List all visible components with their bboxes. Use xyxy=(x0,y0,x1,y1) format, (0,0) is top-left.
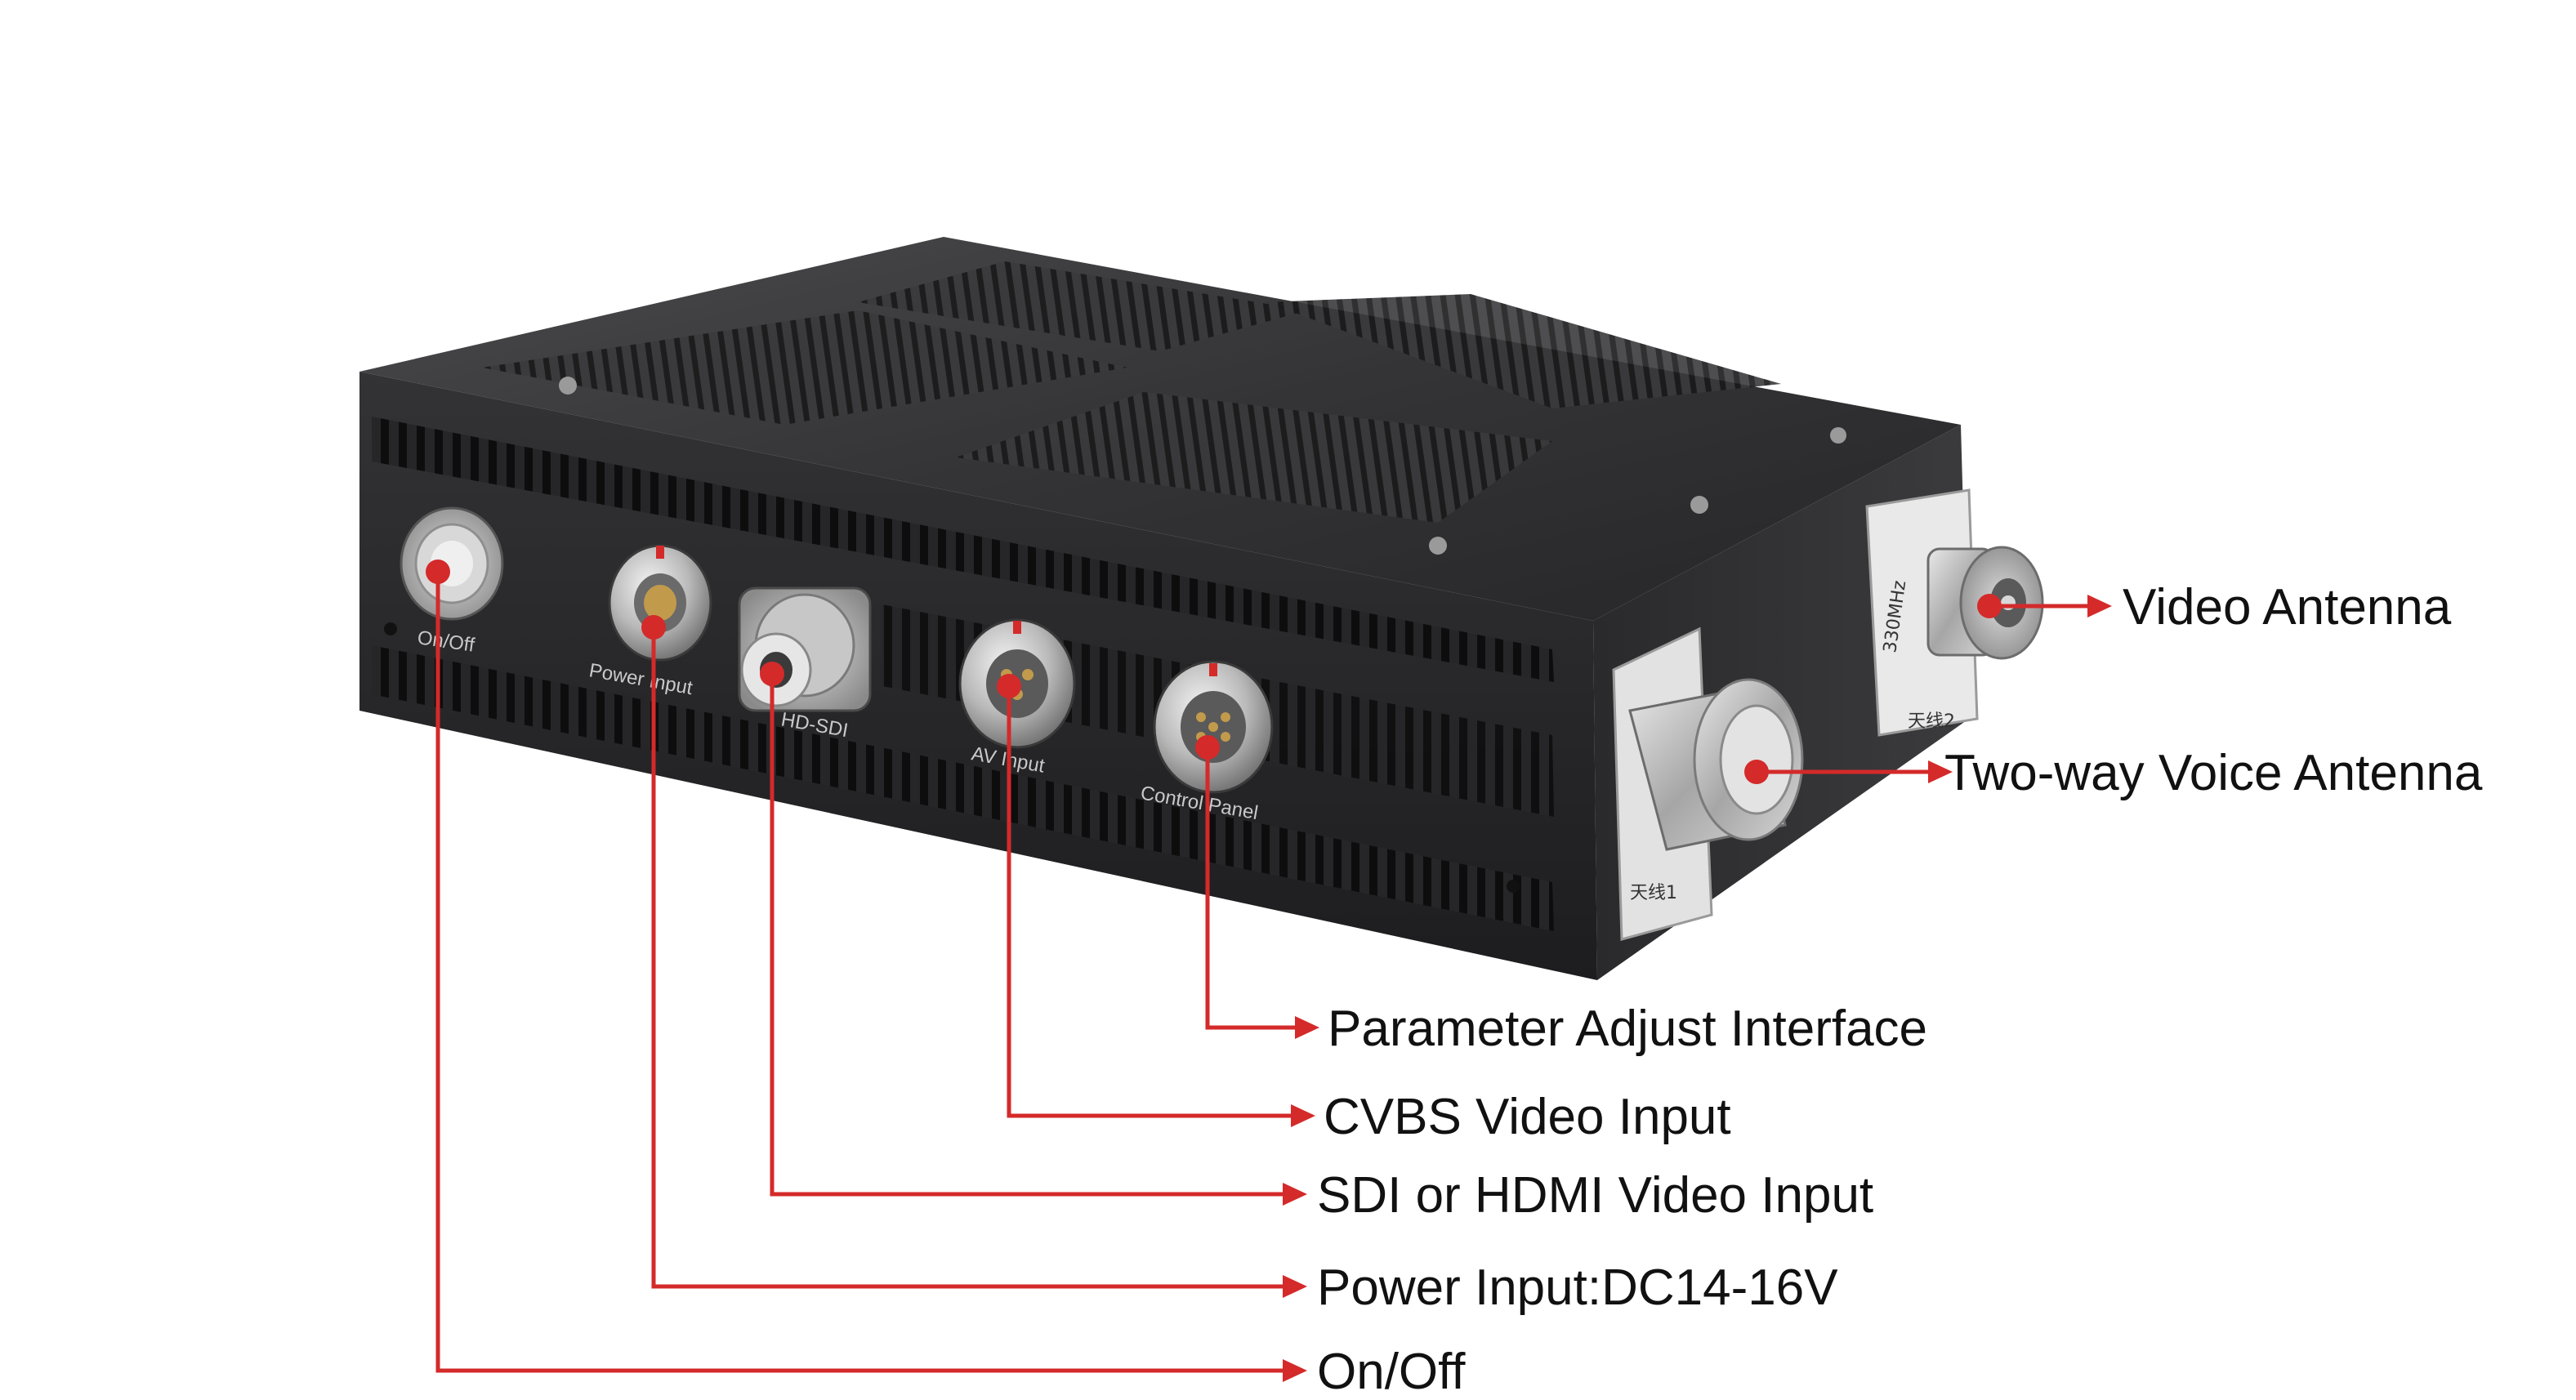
leader-line-cvbs xyxy=(1007,686,1295,1118)
leader-dot-power-input xyxy=(641,615,666,640)
front-screw xyxy=(1507,880,1520,893)
leader-dot-sdi-hdmi xyxy=(760,662,784,686)
device-body xyxy=(359,237,1969,980)
leader-line-parameter-adjust xyxy=(1205,747,1299,1030)
leader-lines xyxy=(435,572,2092,1373)
arrowhead-sdi-hdmi xyxy=(1283,1183,1307,1206)
callout-video-antenna: Video Antenna xyxy=(2123,579,2452,635)
arrowhead-video-antenna xyxy=(2087,595,2112,618)
leader-line-power-input xyxy=(651,627,1287,1289)
antenna-tag-video: 天线2 xyxy=(1908,711,1955,732)
arrowhead-on-off xyxy=(1283,1359,1307,1382)
leader-line-on-off xyxy=(435,572,1287,1373)
antenna-tag-voice: 天线1 xyxy=(1630,883,1677,903)
top-screw xyxy=(559,377,577,395)
arrowhead-parameter-adjust xyxy=(1295,1016,1319,1039)
top-vent-right xyxy=(1266,294,1781,408)
arrowhead-cvbs xyxy=(1291,1104,1315,1127)
top-screw xyxy=(1690,496,1708,514)
voice-antenna-connector[interactable] xyxy=(1628,678,1804,851)
leader-dot-on-off xyxy=(426,560,450,584)
leader-dot-parameter-adjust xyxy=(1195,735,1220,760)
leader-dot-cvbs xyxy=(997,674,1021,698)
callout-power-input: Power Input:DC14-16V xyxy=(1317,1260,1838,1316)
callout-parameter-adjust: Parameter Adjust Interface xyxy=(1328,1001,1927,1057)
top-vent-center xyxy=(858,261,1307,351)
top-vent-front xyxy=(956,392,1552,523)
control-panel-connector[interactable] xyxy=(1153,660,1274,794)
front-vent-bottom xyxy=(372,645,1554,931)
on-off-switch[interactable] xyxy=(400,506,504,621)
video-antenna-connector[interactable] xyxy=(1926,546,2044,660)
leader-line-sdi-hdmi xyxy=(770,674,1287,1197)
callout-cvbs-input: CVBS Video Input xyxy=(1324,1089,1731,1145)
top-screw xyxy=(1830,427,1846,444)
top-screw xyxy=(1429,537,1447,555)
callout-sdi-hdmi-input: SDI or HDMI Video Input xyxy=(1317,1167,1873,1224)
hd-sdi-connector[interactable] xyxy=(738,586,872,712)
arrowhead-voice-antenna xyxy=(1928,760,1953,783)
leader-start-dots xyxy=(426,560,2002,784)
leader-arrowheads xyxy=(1283,595,2112,1382)
leader-dot-voice-antenna xyxy=(1744,760,1769,784)
front-screw xyxy=(384,622,397,635)
callout-on-off: On/Off xyxy=(1317,1344,1466,1400)
leader-dot-video-antenna xyxy=(1977,594,2002,618)
callout-voice-antenna: Two-way Voice Antenna xyxy=(1944,745,2483,801)
front-vent-top xyxy=(372,417,1554,682)
top-vent-left xyxy=(482,310,1127,425)
arrowhead-power-input xyxy=(1283,1275,1307,1298)
power-input-connector[interactable] xyxy=(608,544,712,662)
